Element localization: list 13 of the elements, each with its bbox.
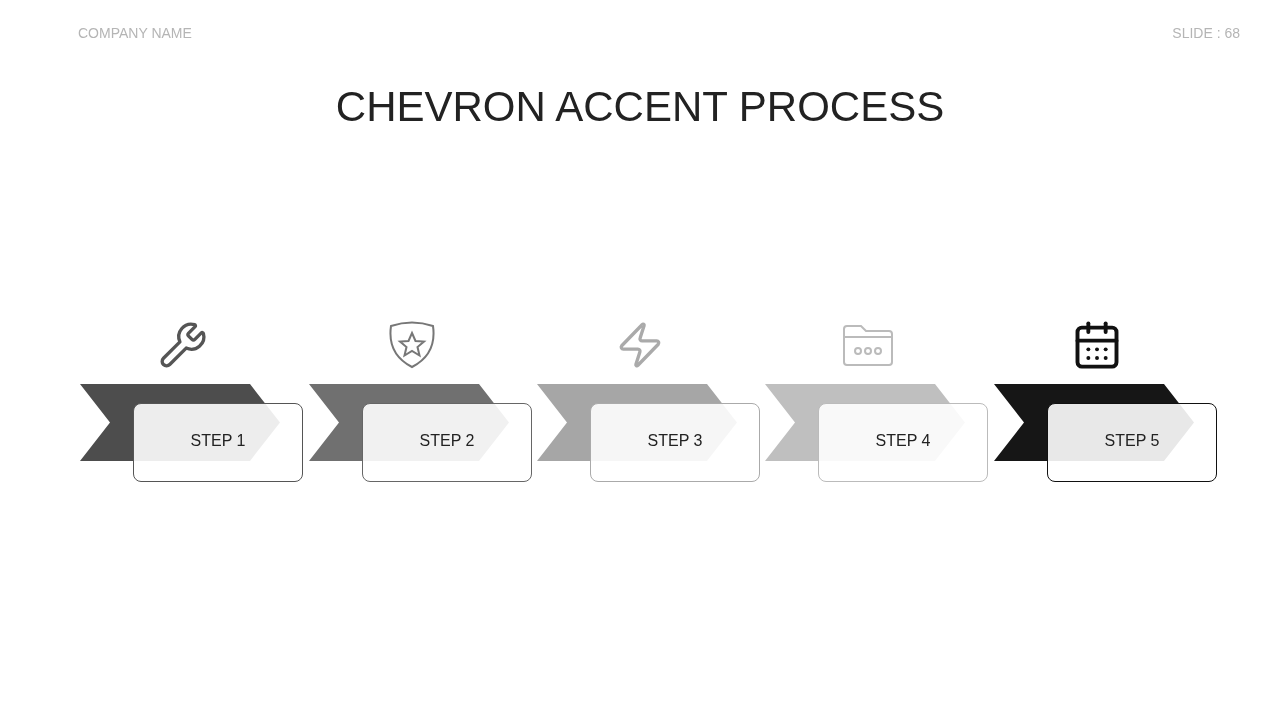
step-label: STEP 5 <box>1104 432 1160 450</box>
step-label: STEP 2 <box>419 432 475 450</box>
step-card <box>362 403 532 482</box>
step-card <box>590 403 760 482</box>
step-card <box>1047 403 1217 482</box>
slide-number: SLIDE : 68 <box>1172 24 1240 42</box>
step-label: STEP 4 <box>875 432 931 450</box>
step-card <box>133 403 303 482</box>
slide-title: CHEVRON ACCENT PROCESS <box>335 82 945 132</box>
step-card <box>818 403 988 482</box>
step-label: STEP 3 <box>647 432 703 450</box>
company-name: COMPANY NAME <box>78 24 192 42</box>
step-label: STEP 1 <box>190 432 246 450</box>
